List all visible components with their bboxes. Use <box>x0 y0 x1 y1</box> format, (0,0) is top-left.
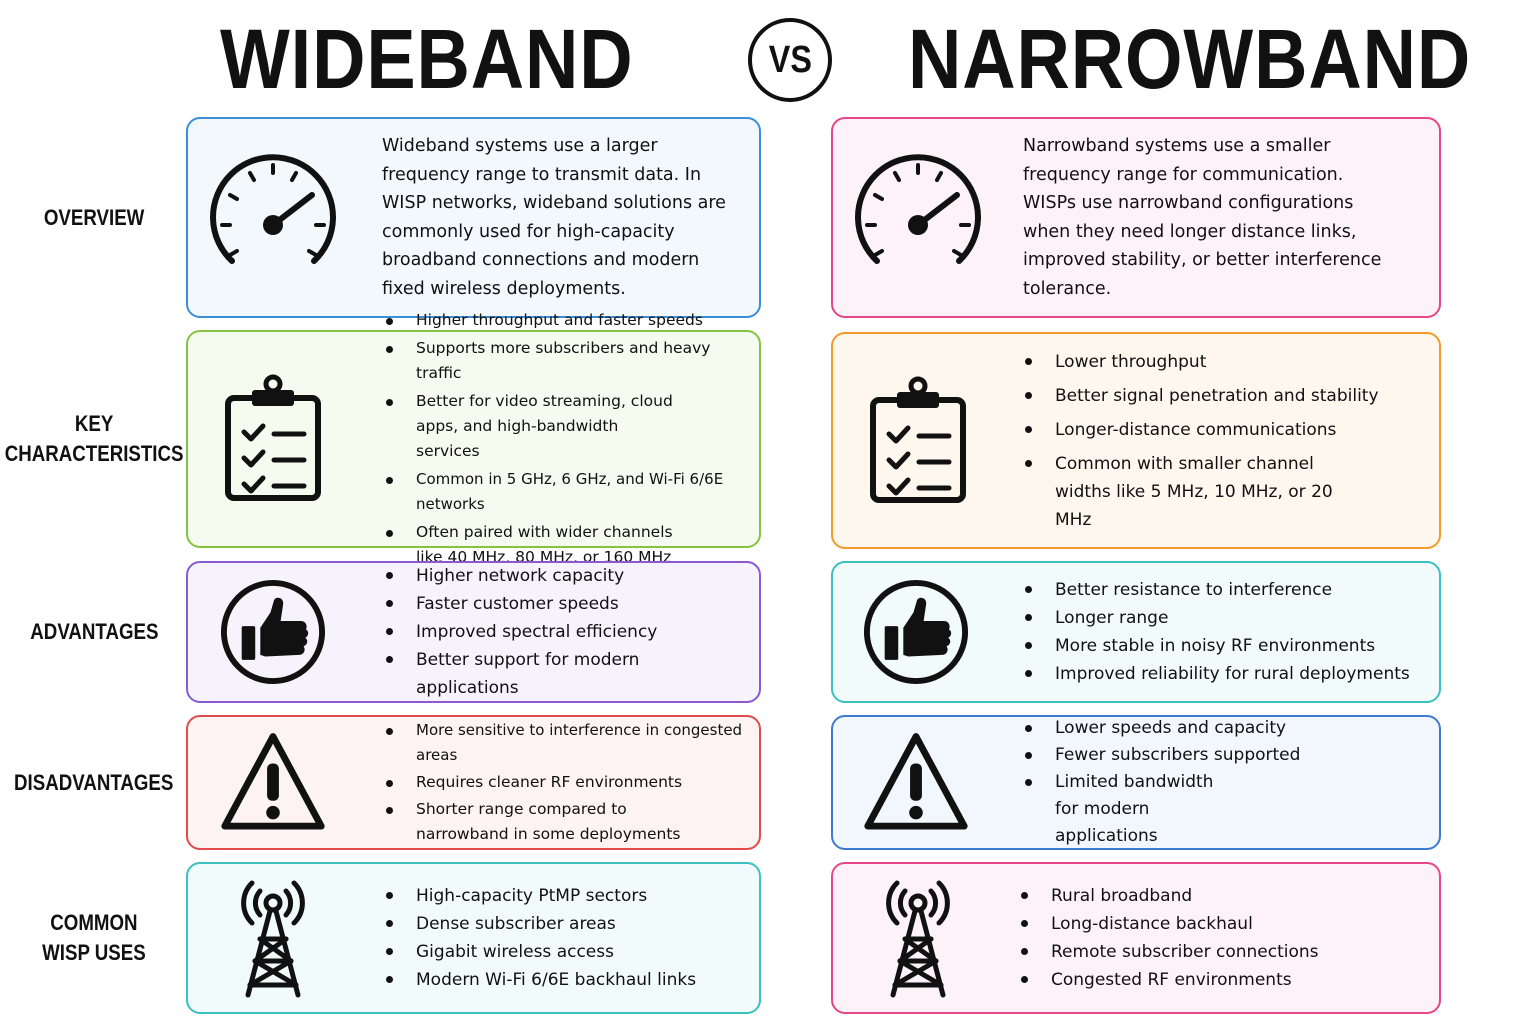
antenna-tower-icon <box>208 873 338 1003</box>
narrowband-overview-card: Narrowband systems use a smaller frequen… <box>831 117 1441 318</box>
list-item: Remote subscriber connections <box>1019 938 1425 966</box>
row-label-overview: OVERVIEW <box>43 205 145 230</box>
wideband-overview-text: Wideband systems use a larger frequency … <box>382 136 726 299</box>
wideband-disadvantages-card: More sensitive to interference in conges… <box>186 715 761 850</box>
narrowband-title: NARROWBAND <box>908 12 1472 106</box>
list-item: Better resistance to interference <box>1023 576 1425 604</box>
list-item: Lower throughput <box>1023 348 1425 376</box>
list-item: Supports more subscribers and heavy traf… <box>384 336 745 386</box>
narrowband-advantages-card: Better resistance to interference Longer… <box>831 561 1441 703</box>
wideband-uses-list: High-capacity PtMP sectors Dense subscri… <box>384 864 745 1012</box>
narrowband-overview-text: Narrowband systems use a smaller frequen… <box>1023 136 1382 299</box>
list-item: More sensitive to interference in conges… <box>384 718 745 768</box>
wideband-advantages-list: Higher network capacity Faster customer … <box>384 563 745 701</box>
list-item: Longer range <box>1023 604 1425 632</box>
narrowband-uses-card: Rural broadband Long-distance backhaul R… <box>831 862 1441 1014</box>
warning-icon <box>861 728 971 838</box>
wideband-characteristics-list: Higher throughput and faster speeds Supp… <box>384 311 745 566</box>
list-item: Fewer subscribers supported <box>1023 742 1425 769</box>
list-item: Better signal penetration and stability <box>1023 382 1425 410</box>
list-item: More stable in noisy RF environments <box>1023 632 1425 660</box>
list-item: High-capacity PtMP sectors <box>384 882 745 910</box>
list-item: Limited bandwidth for modern application… <box>1023 769 1425 850</box>
wideband-overview-card: Wideband systems use a larger frequency … <box>186 117 761 318</box>
narrowband-uses-list: Rural broadband Long-distance backhaul R… <box>1019 864 1425 1012</box>
thumbs-up-icon <box>218 577 328 687</box>
wideband-title: WIDEBAND <box>220 12 634 106</box>
wideband-advantages-card: Higher network capacity Faster customer … <box>186 561 761 703</box>
clipboard-checklist-icon <box>853 376 983 506</box>
wideband-uses-card: High-capacity PtMP sectors Dense subscri… <box>186 862 761 1014</box>
row-label-common-wisp-uses: COMMON WISP USES <box>42 910 146 965</box>
narrowband-advantages-list: Better resistance to interference Longer… <box>1023 563 1425 701</box>
list-item: Better support for modern applications <box>384 646 745 702</box>
narrowband-characteristics-card: Lower throughput Better signal penetrati… <box>831 332 1441 549</box>
wideband-characteristics-card: Higher throughput and faster speeds Supp… <box>186 311 761 566</box>
narrowband-characteristics-list: Lower throughput Better signal penetrati… <box>1023 334 1425 547</box>
list-item: Congested RF environments <box>1019 966 1425 994</box>
row-label-key-characteristics: KEY CHARACTERISTICS <box>4 411 184 466</box>
list-item: Higher throughput and faster speeds <box>384 308 745 333</box>
list-item: Rural broadband <box>1019 882 1425 910</box>
list-item: Shorter range compared to narrowband in … <box>384 797 745 847</box>
list-item: Dense subscriber areas <box>384 910 745 938</box>
vs-badge: VS <box>748 18 832 102</box>
warning-icon <box>218 728 328 838</box>
narrowband-disadvantages-list: Lower speeds and capacity Fewer subscrib… <box>1023 717 1425 848</box>
list-item: Faster customer speeds <box>384 590 745 618</box>
list-item: Requires cleaner RF environments <box>384 770 745 795</box>
list-item: Improved spectral efficiency <box>384 618 745 646</box>
narrowband-disadvantages-card: Lower speeds and capacity Fewer subscrib… <box>831 715 1441 850</box>
list-item: Lower speeds and capacity <box>1023 715 1425 742</box>
antenna-tower-icon <box>853 873 983 1003</box>
list-item: Gigabit wireless access <box>384 938 745 966</box>
list-item: Better for video streaming, cloud apps, … <box>384 389 745 464</box>
list-item: Higher network capacity <box>384 562 745 590</box>
speedometer-icon <box>853 153 983 283</box>
row-label-disadvantages: DISADVANTAGES <box>14 769 174 795</box>
wideband-disadvantages-list: More sensitive to interference in conges… <box>384 717 745 848</box>
thumbs-up-icon <box>861 577 971 687</box>
clipboard-checklist-icon <box>208 374 338 504</box>
speedometer-icon <box>208 153 338 283</box>
row-label-advantages: ADVANTAGES <box>29 619 159 644</box>
list-item: Common with smaller channel widths like … <box>1023 450 1425 534</box>
list-item: Modern Wi-Fi 6/6E backhaul links <box>384 966 745 994</box>
list-item: Improved reliability for rural deploymen… <box>1023 660 1425 688</box>
list-item: Longer-distance communications <box>1023 416 1425 444</box>
list-item: Common in 5 GHz, 6 GHz, and Wi-Fi 6/6E n… <box>384 467 745 517</box>
list-item: Long-distance backhaul <box>1019 910 1425 938</box>
